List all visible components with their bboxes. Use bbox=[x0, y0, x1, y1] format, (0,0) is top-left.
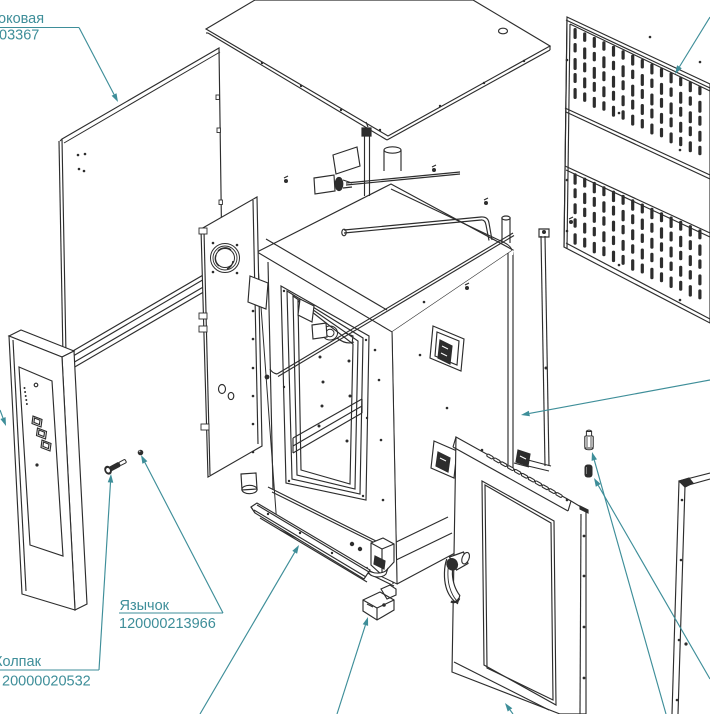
svg-text:оковая: оковая bbox=[0, 11, 44, 27]
svg-text:20000020532: 20000020532 bbox=[2, 674, 91, 690]
svg-text:Язычок: Язычок bbox=[120, 598, 170, 614]
svg-text:120000213966: 120000213966 bbox=[119, 616, 216, 632]
svg-text:03367: 03367 bbox=[0, 28, 39, 44]
svg-text:Колпак: Колпак bbox=[0, 654, 42, 670]
